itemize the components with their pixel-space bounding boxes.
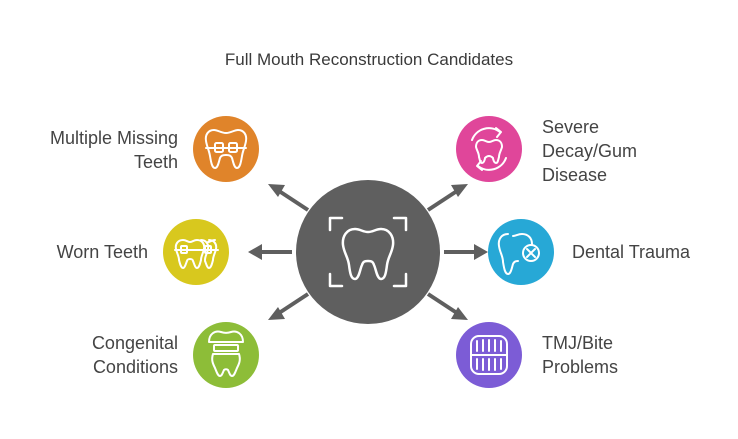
node-multiple-missing-teeth [193, 116, 259, 182]
label-line: Congenital [91, 333, 178, 353]
label-line: Dental Trauma [572, 242, 691, 262]
label-line: TMJ/Bite [542, 333, 614, 353]
node-congenital-conditions [193, 322, 259, 388]
tooth-icon [328, 216, 408, 288]
arrow-multiple-missing-teeth [268, 184, 310, 212]
center-hub [296, 180, 440, 324]
label-congenital-conditions: Congenital Conditions [92, 331, 178, 379]
crown-tooth-icon [208, 330, 244, 377]
label-line: Decay/Gum [542, 141, 638, 161]
broken-tooth-icon [497, 233, 540, 275]
label-multiple-missing-teeth: Multiple Missing Teeth [50, 126, 178, 174]
label-line: Conditions [92, 357, 178, 377]
label-line: Disease [542, 165, 608, 185]
braces-tooth-icon [204, 129, 248, 169]
node-worn-teeth [163, 219, 229, 285]
label-dental-trauma: Dental Trauma [572, 240, 690, 264]
teeth-braces-icon [174, 239, 219, 269]
label-line: Teeth [133, 152, 178, 172]
tooth-cycle-icon [471, 127, 507, 171]
label-worn-teeth: Worn Teeth [57, 240, 148, 264]
node-dental-trauma [488, 219, 554, 285]
node-tmj [456, 322, 522, 388]
label-line: Severe [542, 117, 600, 137]
label-line: Problems [542, 357, 619, 377]
arrow-severe-decay [426, 184, 468, 212]
diagram-title: Full Mouth Reconstruction Candidates [224, 50, 514, 69]
arrow-tmj [426, 292, 468, 320]
connector-arrows [248, 184, 488, 320]
node-severe-decay [456, 116, 522, 182]
label-tmj: TMJ/Bite Problems [542, 331, 618, 379]
label-line: Multiple Missing [49, 128, 178, 148]
arrow-worn-teeth [248, 244, 292, 260]
arrow-dental-trauma [444, 244, 488, 260]
denture-icon [470, 335, 508, 375]
label-line: Worn Teeth [56, 242, 148, 262]
arrow-congenital-conditions [268, 292, 310, 320]
label-severe-decay: Severe Decay/Gum Disease [542, 115, 637, 187]
